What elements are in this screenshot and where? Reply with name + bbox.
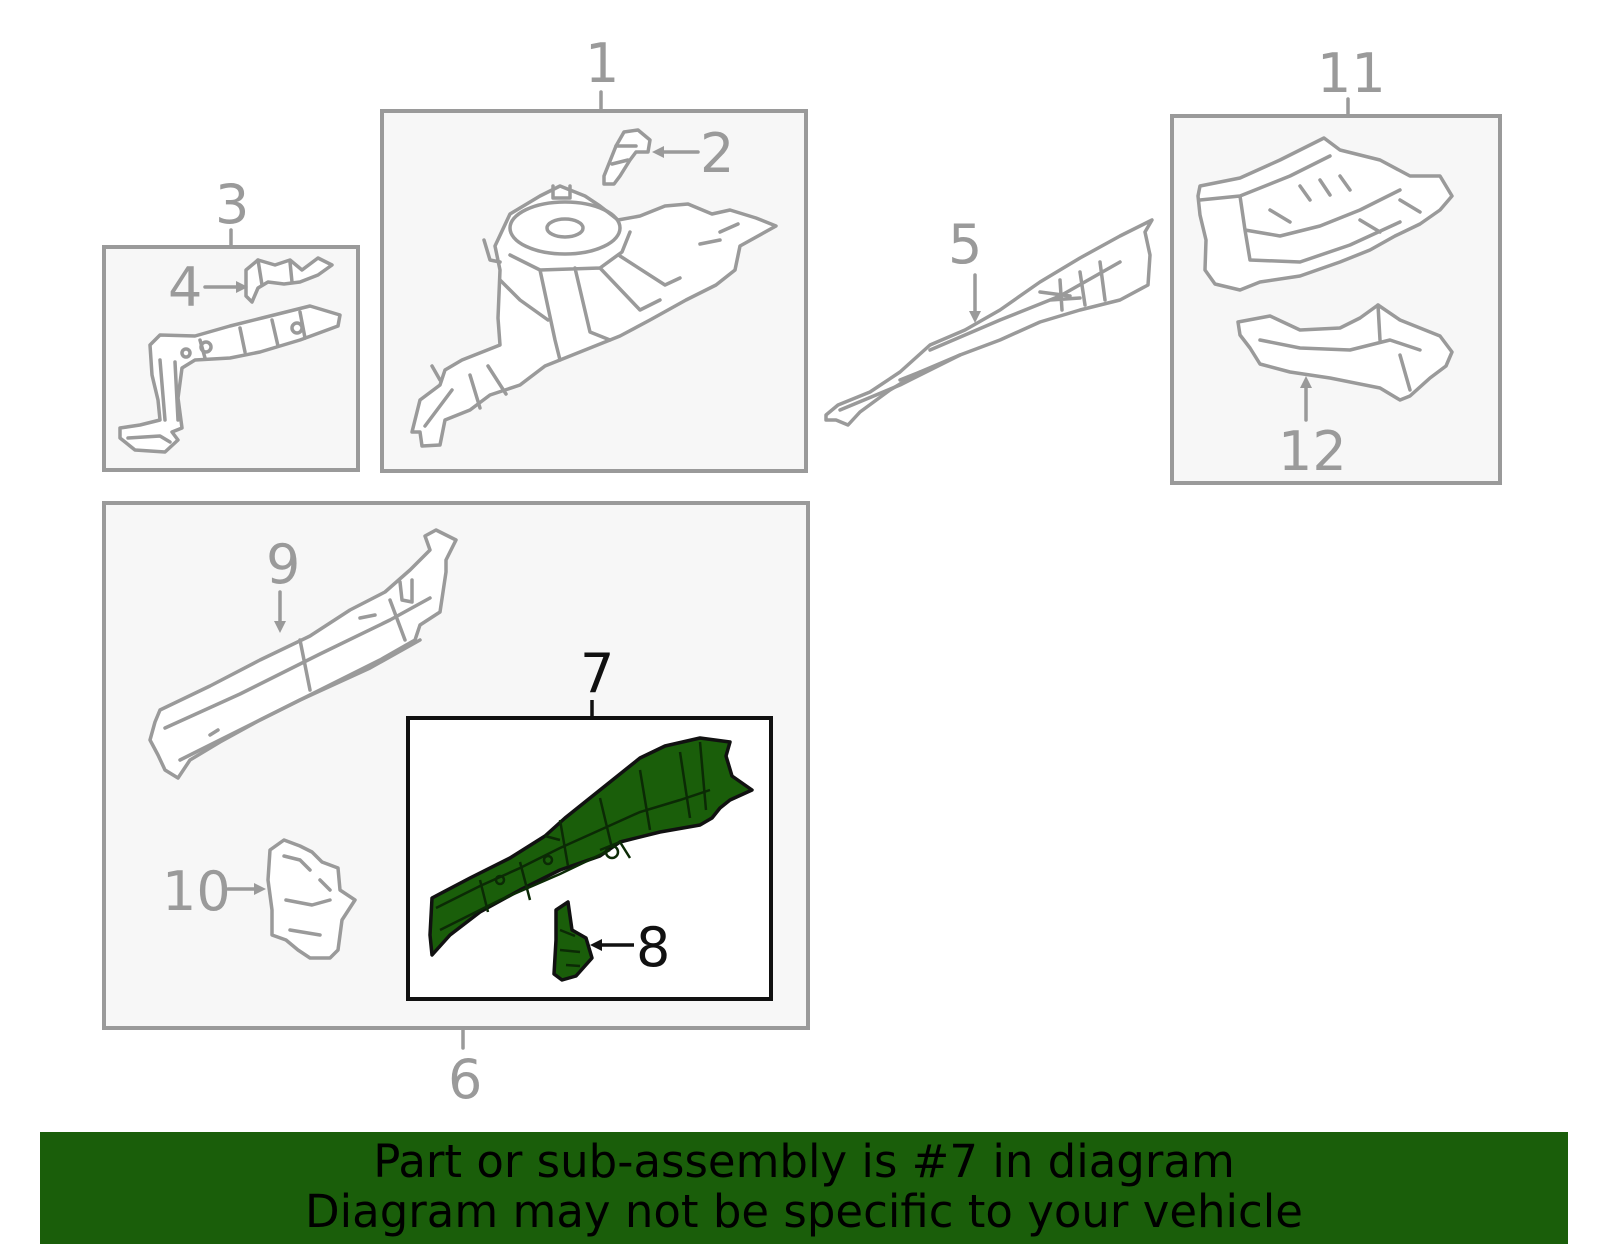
part-4-bracket: [244, 256, 334, 304]
part-8-bracket-highlighted: [552, 900, 594, 982]
arrow-12: [1300, 376, 1312, 422]
arrow-5: [969, 273, 981, 323]
callout-2[interactable]: 2: [700, 122, 734, 185]
part-10-bracket: [266, 838, 357, 960]
info-banner: Part or sub-assembly is #7 in diagram Di…: [40, 1132, 1568, 1244]
part-7-front-rail-highlighted[interactable]: [428, 736, 754, 957]
part-5-rail: [824, 218, 1154, 427]
callout-4[interactable]: 4: [168, 256, 202, 319]
arrow-2: [652, 146, 700, 158]
arrow-8: [590, 939, 634, 951]
callout-6[interactable]: 6: [448, 1048, 482, 1111]
banner-line-1: Part or sub-assembly is #7 in diagram: [373, 1135, 1235, 1188]
arrow-9: [274, 590, 286, 633]
part-11-rear-assembly: [1196, 136, 1454, 292]
callout-11[interactable]: 11: [1317, 42, 1386, 105]
callout-1[interactable]: 1: [585, 32, 619, 95]
part-12-extension: [1236, 303, 1454, 402]
callout-5[interactable]: 5: [948, 213, 982, 276]
callout-12[interactable]: 12: [1278, 420, 1347, 483]
part-2-bracket: [602, 128, 652, 186]
part-9-rail: [148, 528, 458, 780]
arrow-10: [226, 883, 266, 895]
banner-line-2: Diagram may not be specific to your vehi…: [305, 1185, 1303, 1238]
callout-8[interactable]: 8: [636, 916, 670, 979]
arrow-4: [203, 281, 248, 293]
callout-3[interactable]: 3: [215, 173, 249, 236]
callout-7[interactable]: 7: [580, 642, 614, 705]
part-1-apron-assembly: [410, 184, 778, 448]
part-3-apron-bracket: [118, 304, 342, 454]
callout-9[interactable]: 9: [266, 533, 300, 596]
callout-10[interactable]: 10: [162, 860, 231, 923]
